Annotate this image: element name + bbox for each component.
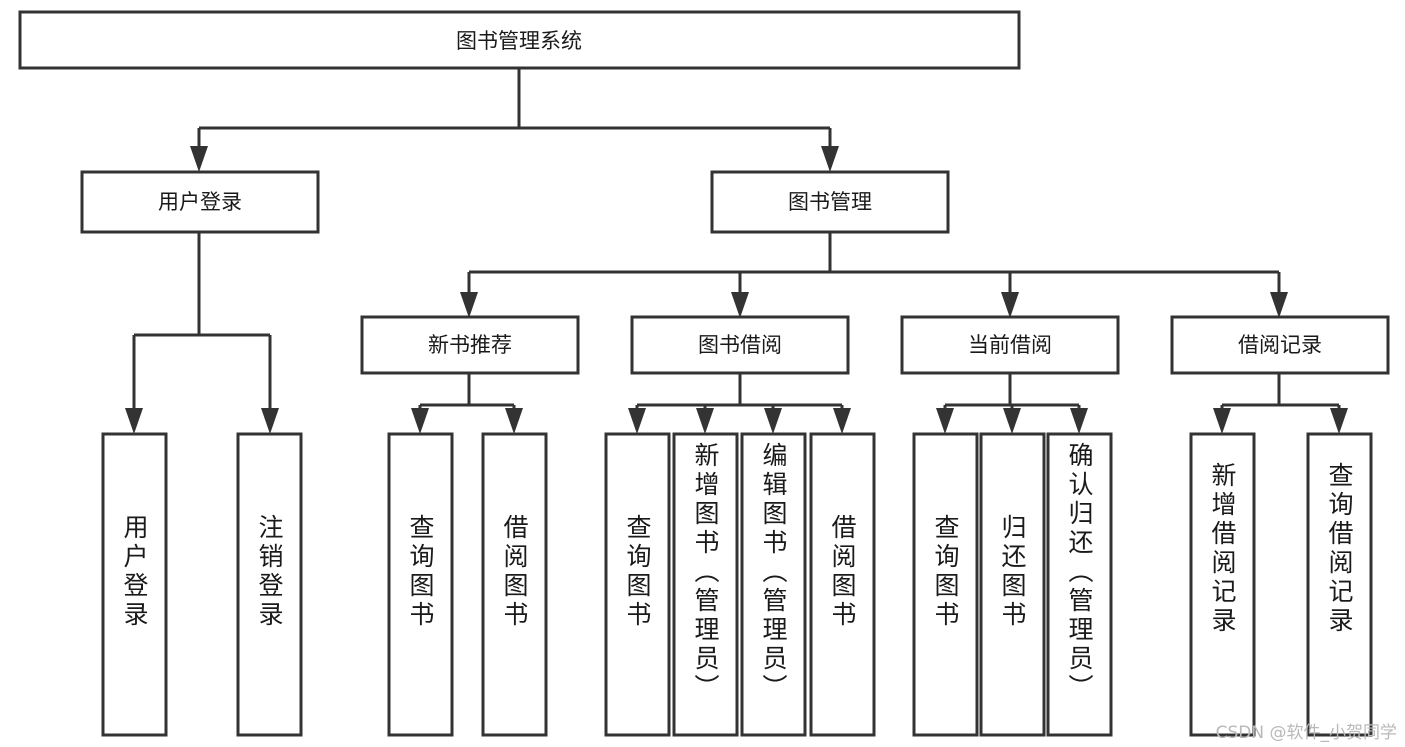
node-root-label: 图书管理系统	[456, 29, 582, 53]
node-user-login[interactable]: 用户登录	[80, 170, 320, 234]
arrow-to-leaf-return-book	[1003, 408, 1021, 434]
node-book-borrow-box[interactable]	[630, 315, 850, 375]
arrow-to-leaf-borrow-book-2	[833, 408, 851, 434]
arrow-to-leaf-query-book-1	[411, 408, 429, 434]
node-current-borrow-label: 当前借阅	[968, 333, 1052, 357]
connector-layer	[125, 68, 1348, 434]
arrow-to-user-login	[190, 146, 208, 172]
node-root-box[interactable]	[18, 10, 1021, 70]
node-leaf-query-book-1-box[interactable]	[387, 432, 454, 737]
arrow-to-leaf-query-borrow-record	[1330, 408, 1348, 434]
node-book-borrow-label: 图书借阅	[698, 333, 782, 357]
node-leaf-query-book-3-box[interactable]	[912, 432, 979, 737]
arrow-to-new-book-recommend	[460, 292, 478, 318]
node-user-login-box[interactable]	[80, 170, 320, 234]
arrow-to-leaf-borrow-book-1	[505, 408, 523, 434]
node-new-book-recommend-box[interactable]	[360, 315, 580, 375]
node-leaf-add-borrow-record-box[interactable]	[1189, 432, 1256, 737]
arrow-to-leaf-user-logout	[261, 408, 279, 434]
node-new-book-recommend[interactable]: 新书推荐	[360, 315, 580, 375]
node-layer: 图书管理系统 用户登录 图书管理 新书推荐 图书借阅	[18, 10, 1390, 737]
node-borrow-record[interactable]: 借阅记录	[1170, 315, 1390, 375]
node-book-management-label: 图书管理	[788, 190, 872, 214]
node-leaf-borrow-book-2-box[interactable]	[809, 432, 876, 737]
arrow-to-leaf-user-login	[125, 408, 143, 434]
csdn-watermark: CSDN @软件_小贺同学	[1215, 723, 1397, 743]
arrow-to-book-borrow	[731, 292, 749, 318]
arrow-to-current-borrow	[1001, 292, 1019, 318]
node-borrow-record-label: 借阅记录	[1238, 333, 1322, 357]
node-root[interactable]: 图书管理系统	[18, 10, 1021, 70]
node-book-management[interactable]: 图书管理	[710, 170, 950, 234]
node-leaf-borrow-book-1-box[interactable]	[481, 432, 548, 737]
arrow-to-leaf-edit-book	[764, 408, 782, 434]
node-leaf-user-login-box[interactable]	[101, 432, 168, 737]
arrow-to-book-management	[821, 146, 839, 172]
node-leaf-add-book-box[interactable]	[672, 432, 739, 737]
node-new-book-recommend-label: 新书推荐	[428, 333, 512, 357]
leaf-node-layer	[101, 432, 1373, 737]
node-borrow-record-box[interactable]	[1170, 315, 1390, 375]
arrow-to-borrow-record	[1270, 292, 1288, 318]
node-current-borrow[interactable]: 当前借阅	[900, 315, 1120, 375]
arrow-to-leaf-query-book-3	[936, 408, 954, 434]
arrow-to-leaf-query-book-2	[628, 408, 646, 434]
arrow-to-leaf-confirm-return	[1070, 408, 1088, 434]
node-user-login-label: 用户登录	[158, 190, 242, 214]
arrow-to-leaf-add-book	[696, 408, 714, 434]
node-book-management-box[interactable]	[710, 170, 950, 234]
node-leaf-query-book-2-box[interactable]	[604, 432, 671, 737]
node-leaf-edit-book-box[interactable]	[740, 432, 807, 737]
node-current-borrow-box[interactable]	[900, 315, 1120, 375]
arrow-to-leaf-add-borrow-record	[1213, 408, 1231, 434]
node-leaf-confirm-return-box[interactable]	[1046, 432, 1113, 737]
node-leaf-return-book-box[interactable]	[979, 432, 1046, 737]
node-leaf-user-logout-box[interactable]	[236, 432, 303, 737]
node-leaf-query-borrow-record-box[interactable]	[1306, 432, 1373, 737]
node-book-borrow[interactable]: 图书借阅	[630, 315, 850, 375]
